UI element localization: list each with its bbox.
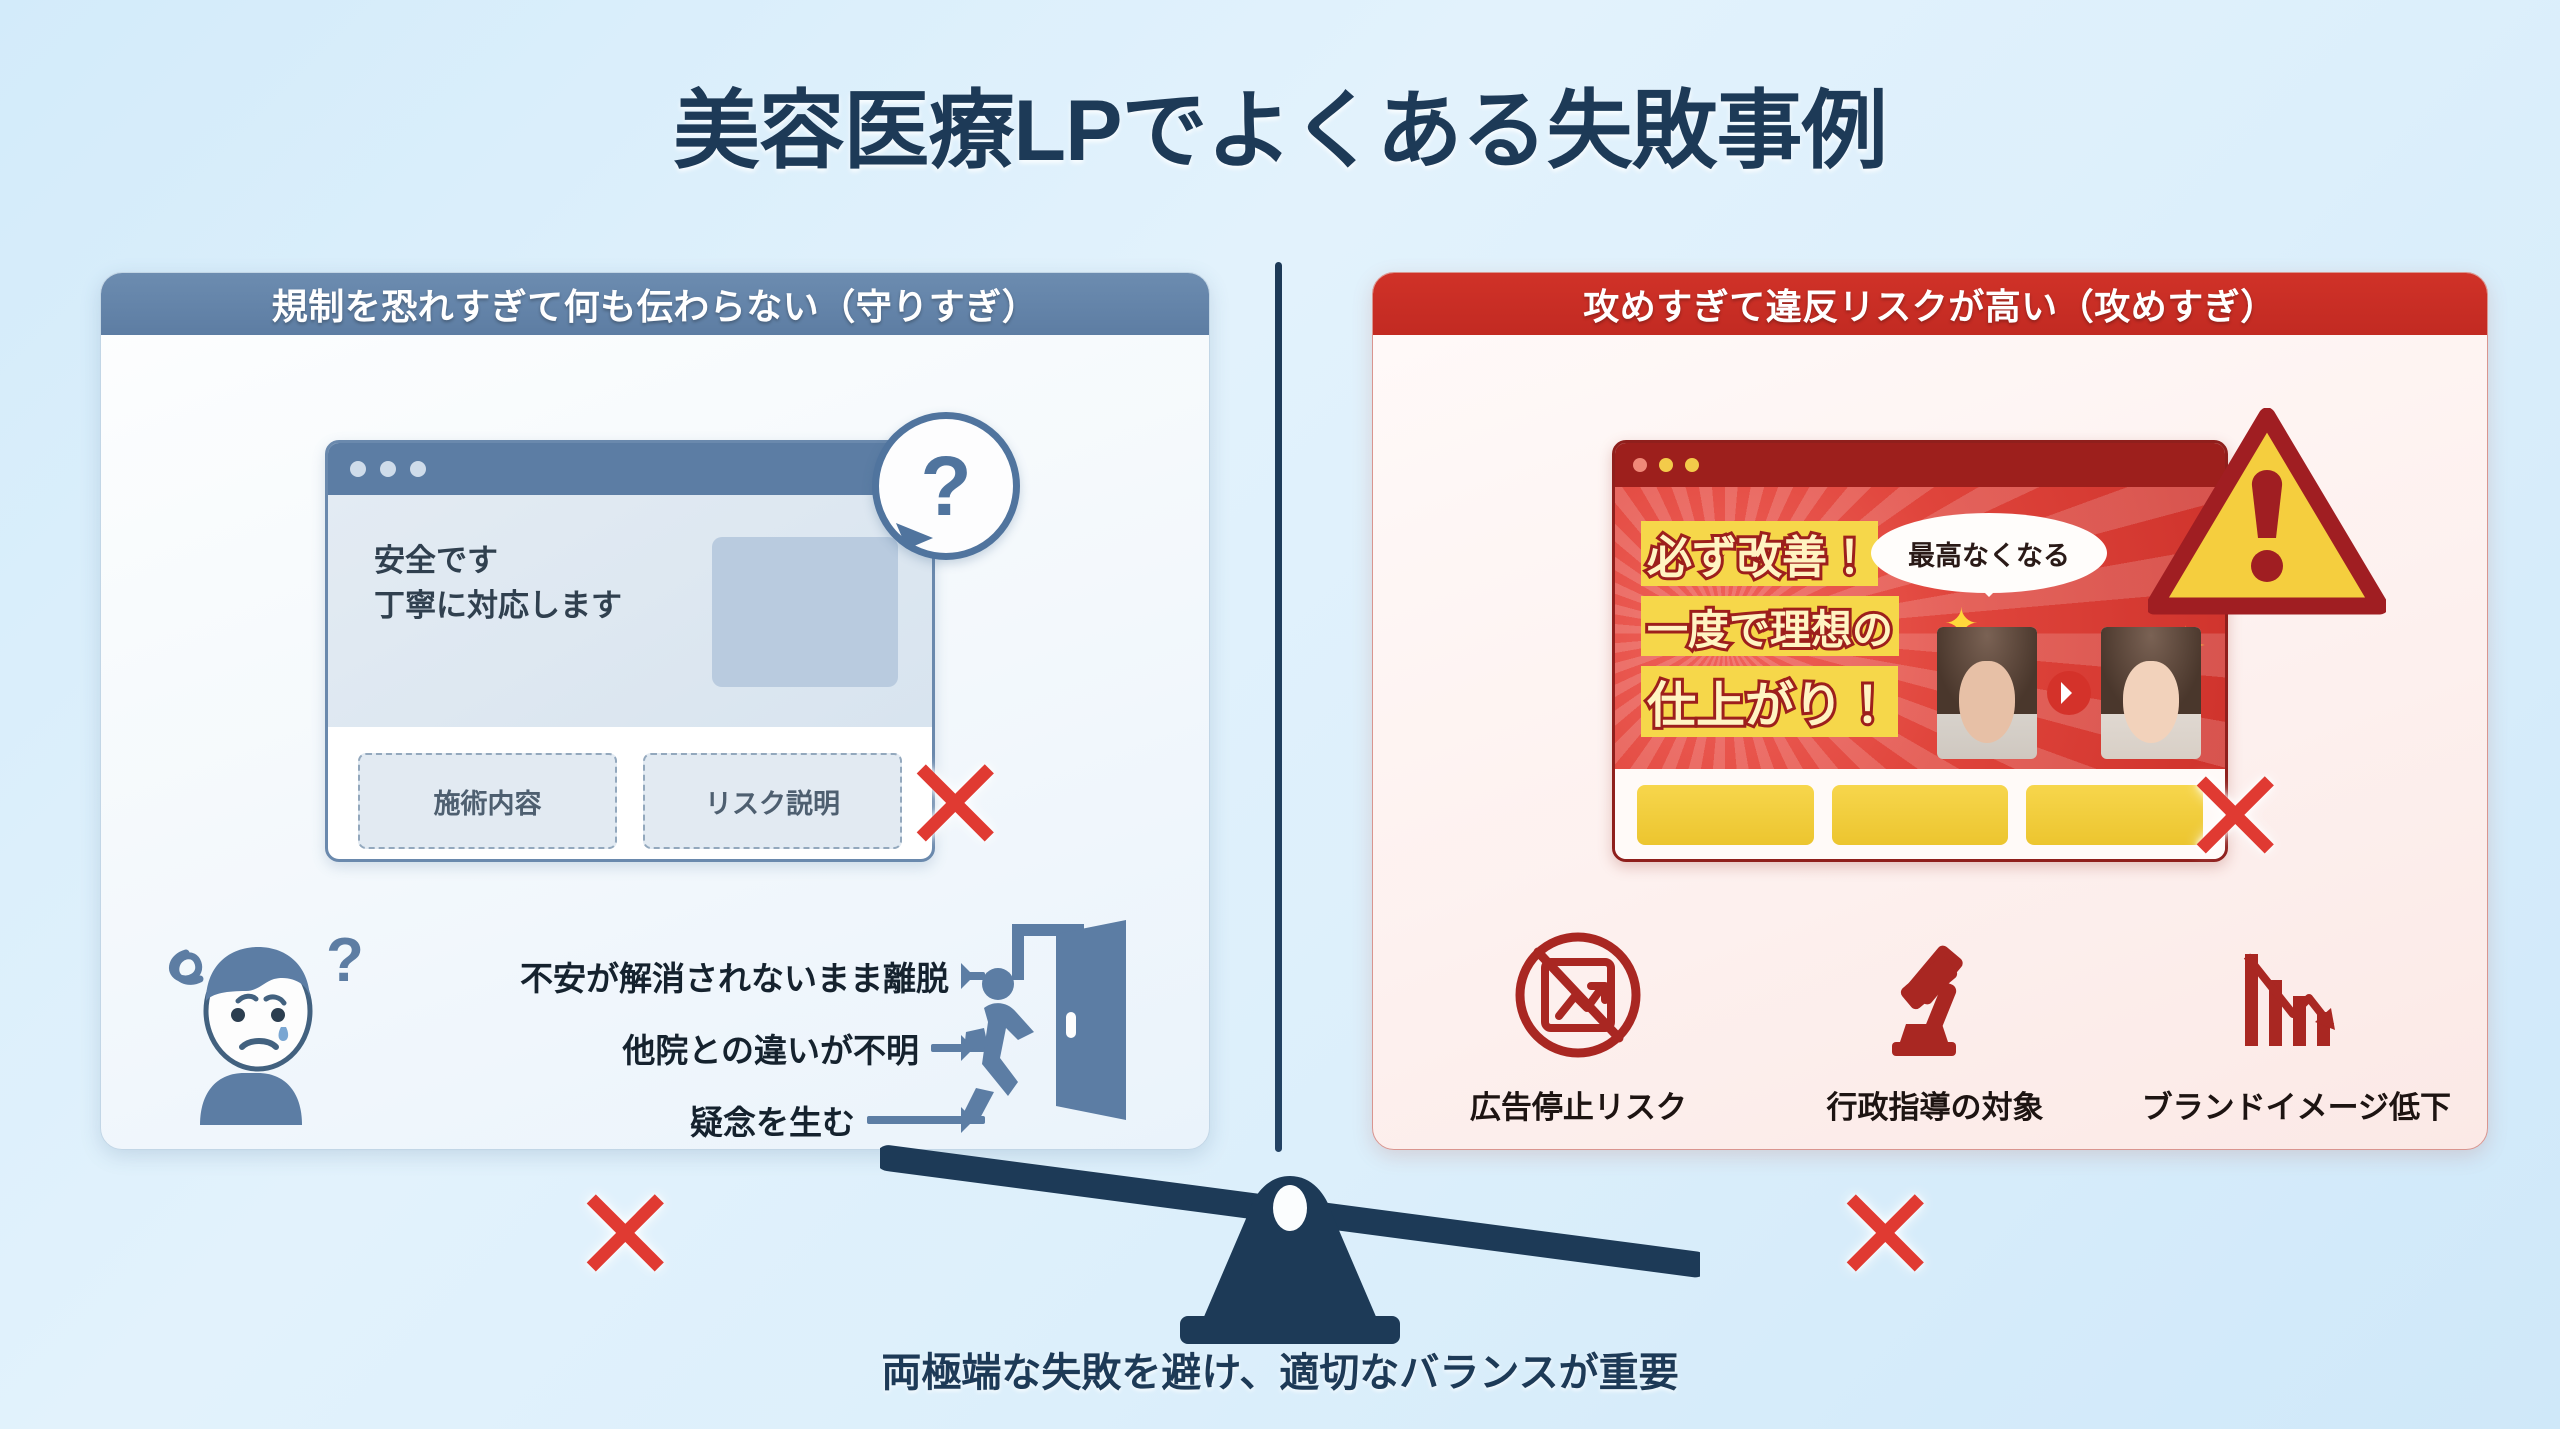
ad-copy-block: 必ず改善！ 一度で理想の 仕上がり！ <box>1641 521 1899 747</box>
hero-image-placeholder <box>712 537 898 687</box>
left-browser-mockup: 安全です 丁寧に対応します 施術内容 リスク説明 <box>325 440 935 862</box>
ad-copy-line-3: 仕上がり！ <box>1641 666 1899 737</box>
x-mark-icon: ✕ <box>900 732 1011 879</box>
cta-button[interactable] <box>1831 785 2009 845</box>
window-dot-icon <box>380 461 396 477</box>
window-dot-icon <box>410 461 426 477</box>
declining-chart-icon <box>2142 920 2442 1070</box>
hero-line-2: 丁寧に対応します <box>374 587 622 623</box>
mockup-cta-row <box>1615 769 2225 859</box>
window-dot-icon <box>350 461 366 477</box>
left-bullet-list: 不安が解消されないまま離脱 他院との違いが不明 疑念を生む <box>385 940 985 1156</box>
risk-label: 広告停止リスク <box>1469 1090 1687 1125</box>
list-item: 不安が解消されないまま離脱 <box>385 940 985 1012</box>
right-panel-header: 攻めすぎて違反リスクが高い（攻めすぎ） <box>1373 273 2487 335</box>
page-title: 美容医療LPでよくある失敗事例 <box>673 83 1888 179</box>
window-dot-icon <box>1659 458 1673 472</box>
arrow-icon <box>961 963 985 989</box>
ad-copy-line-1: 必ず改善！ <box>1641 521 1879 586</box>
right-browser-mockup: 必ず改善！ 一度で理想の 仕上がり！ 最高なくなる ✦ ✦ ✦ <box>1612 440 2228 862</box>
window-dot-icon <box>1633 458 1647 472</box>
speech-bubble: 最高なくなる <box>1871 513 2107 597</box>
browser-titlebar <box>328 443 932 495</box>
bullet-text: 他院との違いが不明 <box>622 1032 919 1069</box>
center-divider <box>1275 262 1282 1152</box>
warning-triangle-icon <box>2148 408 2386 615</box>
exit-door-icon <box>962 920 1126 1122</box>
browser-titlebar <box>1615 443 2225 487</box>
cta-button[interactable] <box>2026 785 2204 845</box>
play-arrow-icon <box>2047 671 2091 715</box>
risk-label: 行政指導の対象 <box>1826 1090 2044 1125</box>
x-mark-icon: ✕ <box>2180 744 2291 891</box>
bullet-text: 疑念を生む <box>690 1104 855 1141</box>
worried-person-icon: ? <box>168 926 364 1125</box>
hero-line-1: 安全です <box>374 543 498 578</box>
no-ads-icon <box>1428 920 1728 1070</box>
window-dot-icon <box>1685 458 1699 472</box>
svg-text:?: ? <box>326 926 364 995</box>
risk-label: ブランドイメージ低下 <box>2141 1090 2452 1125</box>
seesaw-balance-icon <box>880 1145 1700 1344</box>
list-item: 他院との違いが不明 <box>385 1012 985 1084</box>
risk-item-brand-damage: ブランドイメージ低下 <box>2141 920 2452 1127</box>
risk-item-administrative-guidance: 行政指導の対象 <box>1785 920 2085 1127</box>
x-mark-icon: ✕ <box>1830 1162 1941 1309</box>
list-item: 疑念を生む <box>385 1084 985 1156</box>
mockup-button-row: 施術内容 リスク説明 <box>328 727 932 849</box>
cta-button[interactable] <box>1637 785 1814 845</box>
risk-item-ad-suspension: 広告停止リスク <box>1428 920 1728 1127</box>
bullet-text: 不安が解消されないまま離脱 <box>520 960 949 997</box>
after-photo <box>2101 627 2201 759</box>
before-photo <box>1937 627 2037 759</box>
mockup-hero-aggressive: 必ず改善！ 一度で理想の 仕上がり！ 最高なくなる ✦ ✦ ✦ <box>1615 487 2225 769</box>
risk-icon-row: 広告停止リスク 行政指導の対象 ブランドイメージ低下 <box>1400 920 2470 1127</box>
x-mark-icon: ✕ <box>570 1162 681 1309</box>
mockup-button-risk[interactable]: リスク説明 <box>643 753 902 849</box>
mockup-hero: 安全です 丁寧に対応します <box>328 495 932 727</box>
before-after-comparison <box>1937 627 2201 759</box>
bottom-caption: 両極端な失敗を避け、適切なバランスが重要 <box>881 1351 1679 1395</box>
left-panel-header: 規制を恐れすぎて何も伝わらない（守りすぎ） <box>101 273 1209 335</box>
question-bubble-icon: ? <box>872 412 1020 560</box>
mockup-button-treatment[interactable]: 施術内容 <box>358 753 617 849</box>
gavel-icon <box>1785 920 2085 1070</box>
ad-copy-line-2: 一度で理想の <box>1641 596 1899 656</box>
